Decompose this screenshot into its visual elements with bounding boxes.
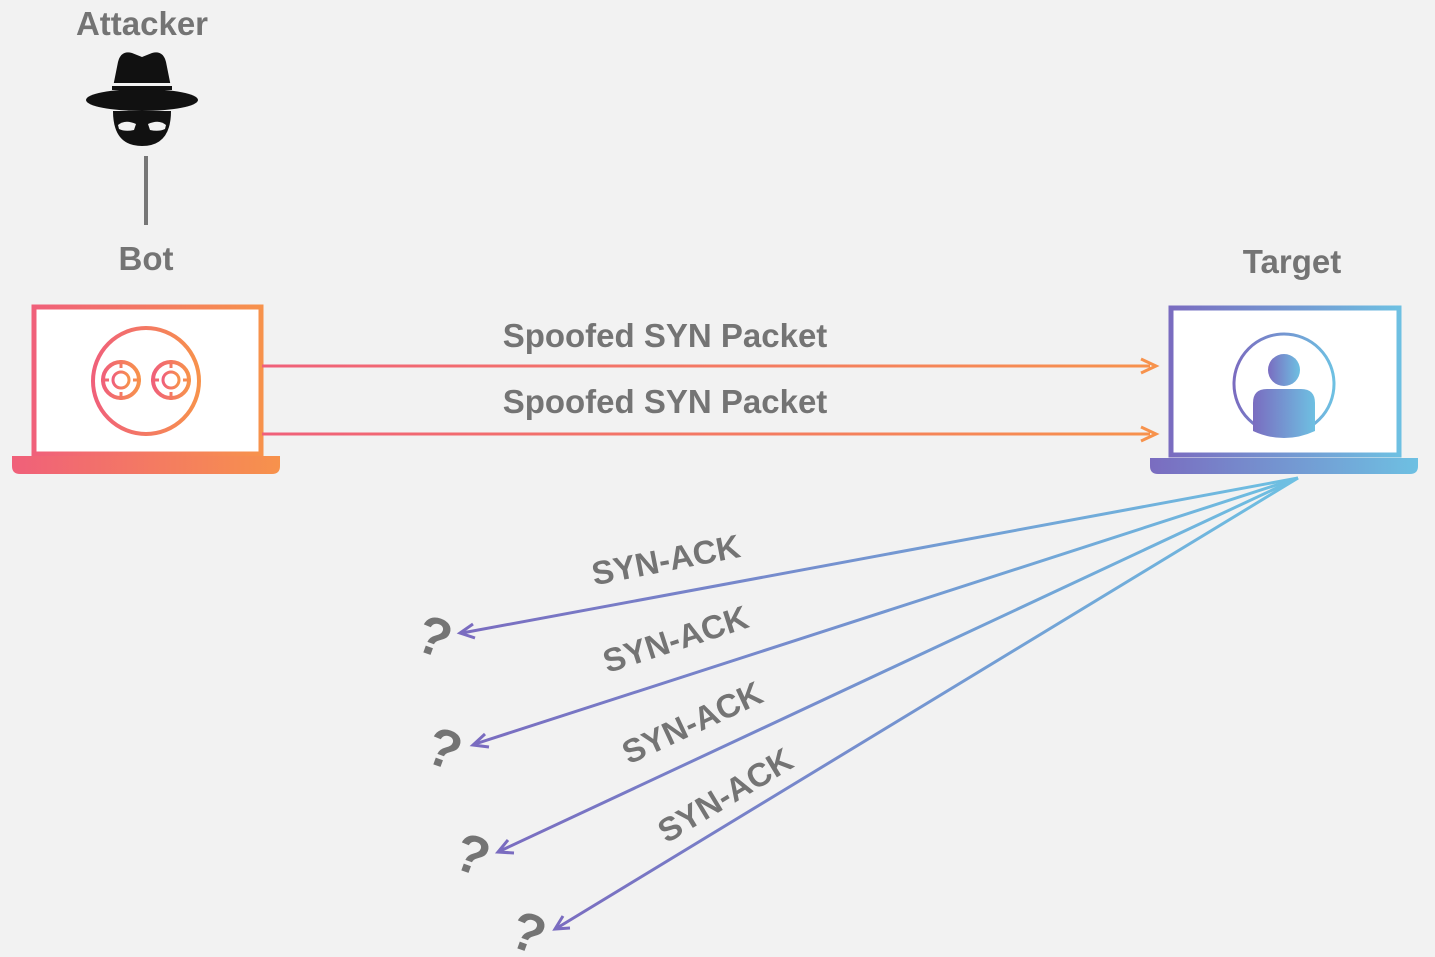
- attacker-label: Attacker: [76, 5, 208, 42]
- question-mark-3: ?: [446, 821, 498, 889]
- syn-ack-label-3: SYN-ACK: [616, 674, 768, 771]
- user-avatar-icon: [1232, 332, 1336, 438]
- question-mark-2: ?: [418, 715, 470, 783]
- robot-face-icon: [91, 326, 201, 436]
- target-laptop-base: [1150, 458, 1418, 474]
- syn-ack-arrow-3: [494, 476, 1299, 855]
- syn-ack-arrow-2: [469, 476, 1299, 749]
- bot-laptop: [12, 304, 280, 474]
- target-label: Target: [1243, 243, 1341, 280]
- question-mark-1: ?: [408, 603, 460, 671]
- syn-packet-label-2: Spoofed SYN Packet: [503, 383, 828, 420]
- syn-ack-label-2: SYN-ACK: [598, 598, 753, 680]
- bot-laptop-screen: [31, 304, 264, 457]
- syn-ack-arrow-1: [456, 476, 1299, 640]
- spy-hat-mask-icon: [86, 52, 198, 146]
- syn-packet-arrow-1: [262, 357, 1160, 375]
- syn-ack-label-1: SYN-ACK: [588, 527, 743, 592]
- syn-packet-label-1: Spoofed SYN Packet: [503, 317, 828, 354]
- syn-packet-arrow-2: [262, 425, 1160, 443]
- bot-label: Bot: [119, 240, 174, 277]
- target-laptop: [1150, 305, 1418, 474]
- bot-laptop-base: [12, 456, 280, 474]
- syn-ack-arrow-4: [552, 476, 1299, 931]
- question-mark-4: ?: [502, 899, 554, 957]
